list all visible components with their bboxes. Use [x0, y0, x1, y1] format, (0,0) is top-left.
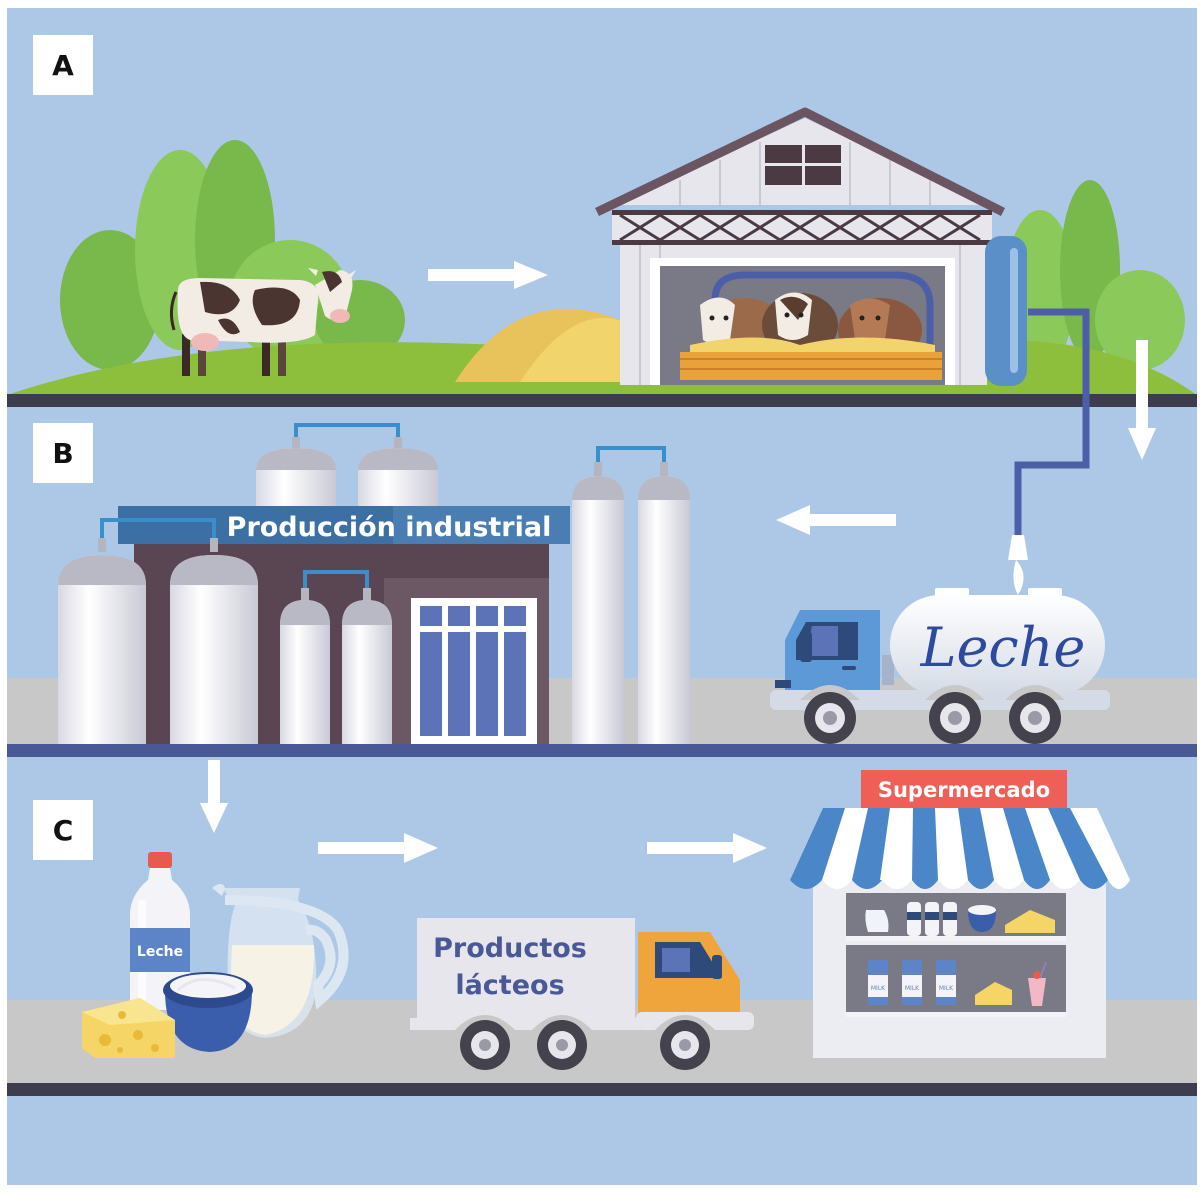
milk-carton-label-1: MILK [871, 985, 886, 992]
arrow-truck-to-store [647, 833, 767, 863]
divider-c [7, 1083, 1197, 1096]
tanker-label: Leche [920, 616, 1086, 679]
supermarket: Supermercado [790, 770, 1130, 1058]
delivery-truck-wheels [460, 1020, 710, 1070]
section-label-b: B [52, 437, 73, 470]
middle-tanks [280, 570, 392, 745]
barn [595, 107, 1027, 386]
top-tanks [256, 423, 438, 508]
arrow-factory-to-products [200, 760, 228, 833]
milk-pipe [1014, 308, 1090, 535]
truck-label-line2: lácteos [455, 970, 564, 1001]
store-sign: Supermercado [878, 778, 1050, 802]
section-c: Leche [7, 770, 1197, 1096]
tanker-truck: Leche [770, 588, 1110, 744]
truck-label-line1: Productos [433, 933, 587, 964]
milk-cartons: MILK MILK MILK [868, 960, 956, 1005]
tanker-wheels [804, 692, 1061, 744]
divider-a [7, 394, 1197, 407]
cow-illustration [169, 268, 356, 376]
arrow-down-to-truck [1128, 340, 1156, 460]
bottle-label: Leche [137, 944, 183, 960]
divider-b [7, 744, 1197, 757]
section-label-a: A [52, 49, 74, 82]
section-b: Producción industrial [7, 308, 1197, 833]
milk-bottle: Leche [130, 852, 190, 1010]
yogurt-pot [163, 972, 253, 1052]
tall-tanks [572, 446, 690, 745]
big-tanks-left [58, 518, 258, 745]
section-label-c: C [53, 814, 74, 847]
store-sign-background [861, 770, 1067, 808]
arrow-products-to-truck [318, 833, 438, 863]
milk-carton-label-2: MILK [905, 985, 920, 992]
factory-sign: Producción industrial [118, 506, 570, 544]
section-labels: A B C [33, 35, 93, 860]
section-a [7, 107, 1197, 460]
factory-label: Producción industrial [227, 512, 552, 543]
arrow-truck-to-factory [776, 505, 896, 535]
milk-carton-label-3: MILK [939, 985, 954, 992]
cheese-wedge [82, 998, 175, 1058]
delivery-truck: Productos lácteos [410, 918, 754, 1070]
arrow-cow-to-barn [428, 261, 548, 289]
